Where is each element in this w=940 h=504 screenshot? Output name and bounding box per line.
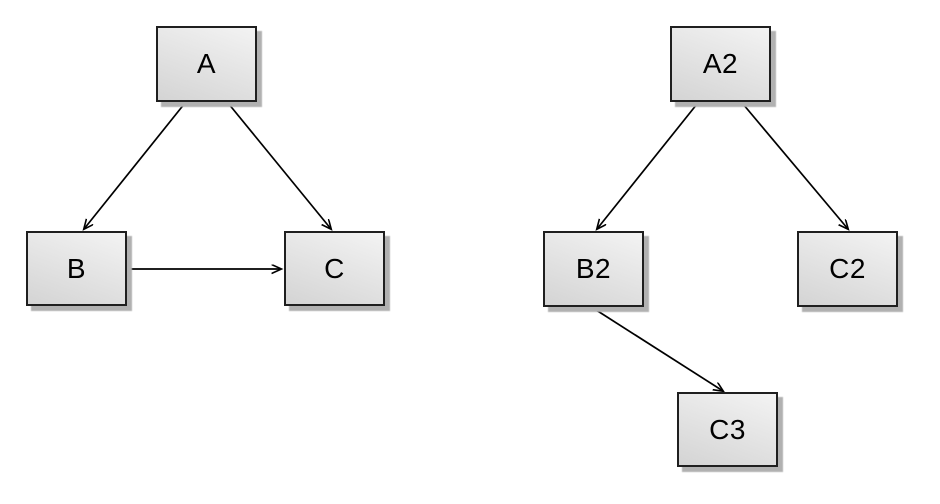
node-label: A2 <box>702 48 739 79</box>
node-label: C2 <box>829 253 866 284</box>
node-B: B <box>26 231 127 306</box>
node-C: C <box>284 231 385 306</box>
node-A2: A2 <box>670 26 771 102</box>
node-label: C <box>324 252 345 284</box>
edge-A2-B2 <box>597 103 698 229</box>
node-label: A <box>196 48 217 79</box>
node-label: B <box>66 252 87 284</box>
node-A: A <box>156 26 257 102</box>
edge-B2-C3 <box>592 307 723 391</box>
edge-A-C <box>227 102 331 229</box>
node-label: B2 <box>575 253 612 284</box>
node-C3: C3 <box>677 392 778 467</box>
node-label: C3 <box>709 413 746 445</box>
edge-A2-C2 <box>742 103 848 229</box>
edge-A-B <box>84 102 186 229</box>
node-B2: B2 <box>543 231 644 307</box>
node-C2: C2 <box>797 231 898 307</box>
